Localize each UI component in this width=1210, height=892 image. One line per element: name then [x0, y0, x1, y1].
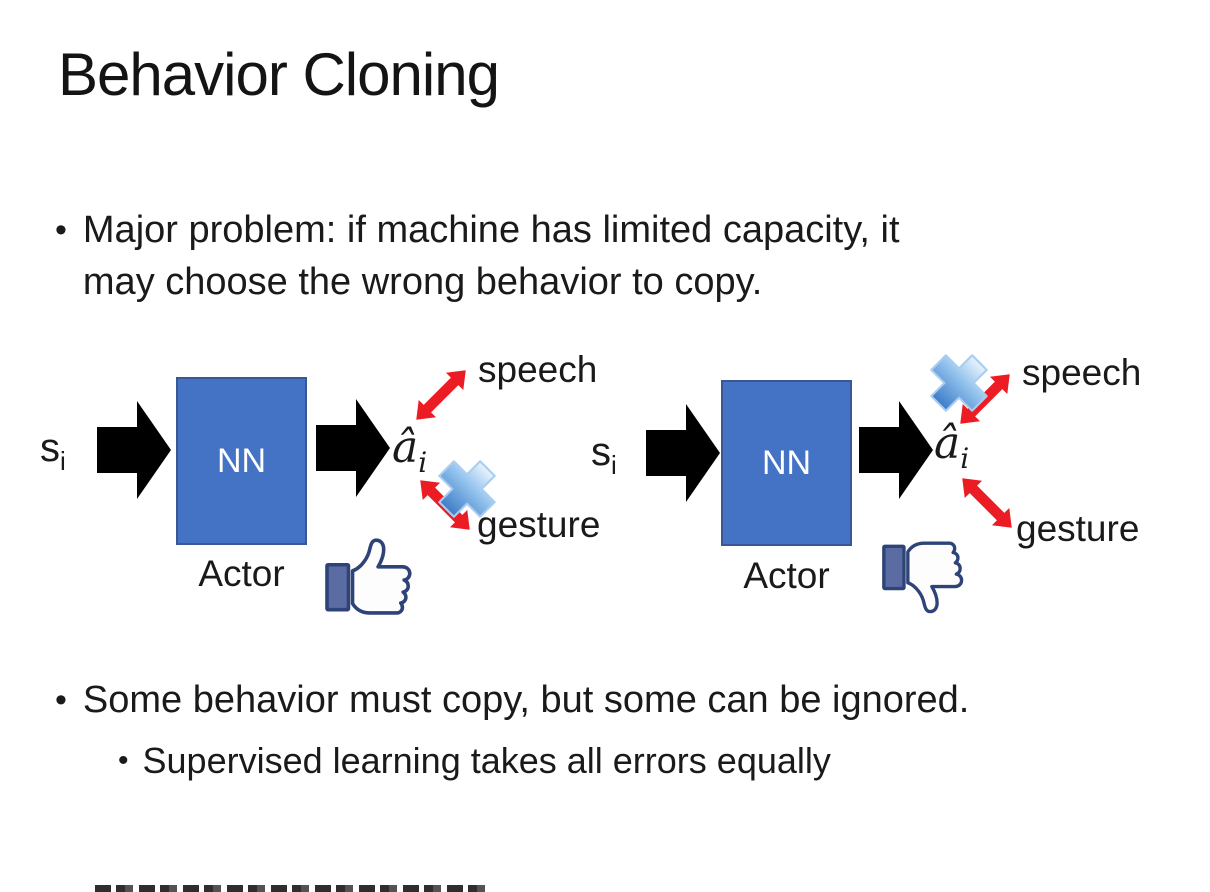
output-subscript: i	[960, 441, 970, 475]
bullet-dot: •	[55, 211, 67, 249]
nn-box-right: NN	[721, 380, 852, 546]
bullet-text: Some behavior must copy, but some can be…	[82, 679, 970, 721]
thumbs-down-icon	[882, 541, 964, 614]
output-subscript: i	[418, 445, 428, 479]
nn-box-left: NN	[176, 377, 307, 545]
bullet-major-problem: • Major problem: if machine has limited …	[55, 204, 900, 308]
clipped-text-strip	[95, 885, 487, 892]
red-double-arrow-icon	[416, 370, 466, 420]
actor-label-left: Actor	[198, 553, 285, 594]
block-arrow-icon	[646, 404, 720, 502]
input-symbol: s	[591, 430, 611, 474]
actor-label-right: Actor	[743, 555, 830, 596]
sub-bullet-supervised: • Supervised learning takes all errors e…	[118, 737, 831, 785]
red-double-arrow-icon	[962, 478, 1012, 528]
block-arrow-icon	[97, 401, 171, 499]
input-subscript: i	[60, 446, 66, 476]
bullet-some-behavior: • Some behavior must copy, but some can …	[55, 674, 969, 726]
bullet-line-2: may choose the wrong behavior to copy.	[82, 261, 763, 303]
input-label-right: si	[591, 430, 617, 481]
nn-label: NN	[216, 441, 267, 480]
sub-bullet-text: Supervised learning takes all errors equ…	[142, 740, 831, 781]
output-symbol: â	[934, 418, 961, 469]
thumbs-up-icon	[325, 538, 412, 615]
bullet-dot: •	[118, 744, 129, 777]
blue-cross-icon	[930, 354, 988, 412]
bullet-dot: •	[55, 681, 67, 719]
nn-label: NN	[761, 443, 812, 482]
gesture-label-left: gesture	[477, 504, 601, 545]
output-label-right: âi	[934, 418, 969, 475]
input-label-left: si	[40, 426, 66, 477]
block-arrow-icon	[859, 401, 933, 499]
bullet-text: Major problem: if machine has limited ca…	[83, 204, 900, 308]
output-symbol: â	[392, 422, 419, 473]
input-symbol: s	[40, 426, 60, 470]
gesture-label-right: gesture	[1016, 508, 1140, 549]
block-arrow-icon	[316, 399, 390, 497]
speech-label-right: speech	[1022, 352, 1142, 393]
output-label-left: âi	[392, 422, 427, 479]
bullet-line-1: Major problem: if machine has limited ca…	[82, 209, 900, 251]
speech-label-left: speech	[478, 349, 598, 390]
blue-cross-icon	[438, 460, 496, 518]
page-title: Behavior Cloning	[58, 41, 500, 108]
input-subscript: i	[611, 450, 617, 480]
